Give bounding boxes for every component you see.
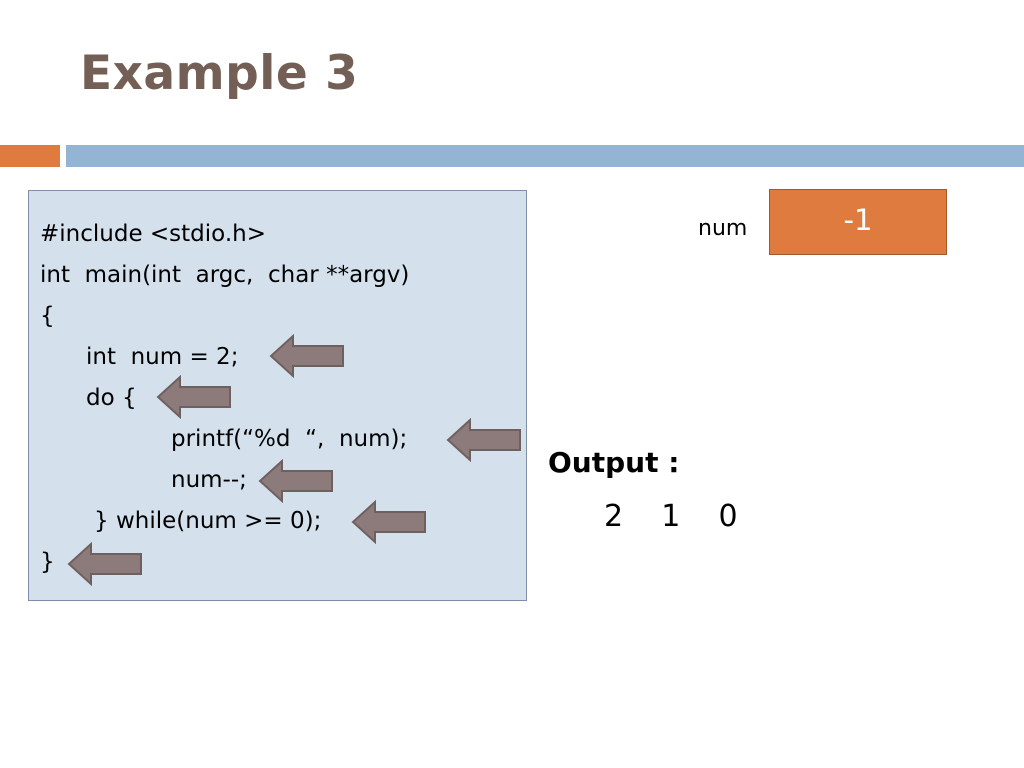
slide-title: Example 3: [80, 46, 359, 101]
left-arrow-icon: [269, 334, 344, 378]
code-line-printf: printf(“%d “, num);: [171, 426, 408, 452]
left-arrow-icon: [156, 375, 231, 419]
code-line-decrement: num--;: [171, 467, 247, 493]
code-line-main: int main(int argc, char **argv): [40, 262, 410, 288]
output-values: 2 1 0: [604, 499, 738, 534]
left-arrow-icon: [67, 542, 142, 586]
variable-value-box: -1: [769, 189, 947, 255]
code-line-open-brace: {: [40, 303, 55, 329]
code-line-do: do {: [86, 385, 137, 411]
code-line-include: #include <stdio.h>: [40, 221, 267, 247]
left-arrow-icon: [351, 500, 426, 544]
left-arrow-icon: [446, 418, 521, 462]
variable-label: num: [698, 216, 748, 241]
header-accent-bar-orange: [0, 145, 60, 167]
code-line-close-brace: }: [40, 549, 55, 575]
code-block: [28, 190, 527, 601]
left-arrow-icon: [258, 459, 333, 503]
output-label: Output :: [548, 446, 680, 479]
code-line-declaration: int num = 2;: [86, 344, 239, 370]
header-accent-bar-blue: [66, 145, 1024, 167]
code-line-while: } while(num >= 0);: [94, 508, 322, 534]
